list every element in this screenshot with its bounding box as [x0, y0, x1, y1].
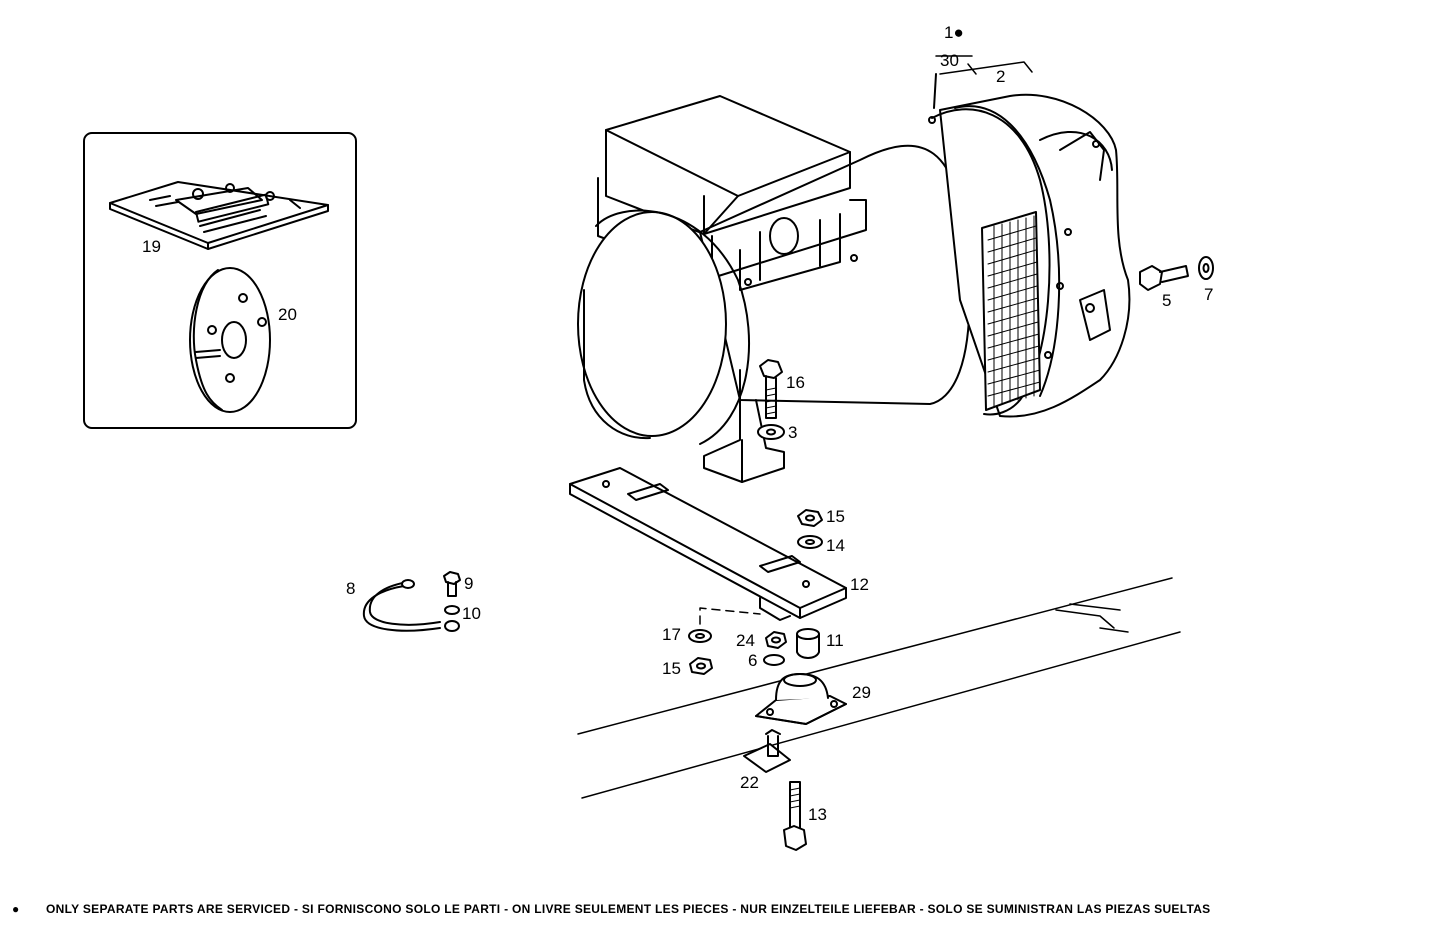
inset-panel [83, 132, 357, 429]
callout-10: 10 [462, 604, 481, 623]
callout-bracket-2 [935, 55, 1033, 75]
diagram-canvas: 1● 30 2 5 7 16 3 15 14 12 8 9 10 17 24 1… [83, 23, 1214, 851]
callout-15-upper: 15 [826, 507, 845, 526]
callout-22: 22 [740, 773, 759, 792]
clamp-part-22 [743, 729, 791, 773]
callout-13: 13 [808, 805, 827, 824]
callout-11: 11 [826, 631, 844, 650]
callout-2: 2 [996, 67, 1005, 86]
regulator-board-part-19 [109, 181, 329, 250]
washer-part-3 [757, 424, 785, 440]
ground-cable-part-8 [362, 579, 460, 632]
service-note: ● ONLY SEPARATE PARTS ARE SERVICED - SI F… [12, 902, 1417, 916]
bolt-part-9 [443, 571, 461, 597]
callout-1: 1● [944, 23, 964, 42]
bolt-part-13 [783, 781, 807, 851]
callout-20: 20 [278, 305, 297, 324]
washer-part-6 [763, 654, 785, 666]
callout-8: 8 [346, 579, 355, 598]
callout-12: 12 [850, 575, 869, 594]
nut-part-15-upper [797, 509, 823, 527]
callout-17: 17 [662, 625, 681, 644]
bullet-marker: ● [12, 902, 20, 916]
callout-19: 19 [142, 237, 161, 256]
base-frame-lines [577, 577, 1181, 799]
callout-30: 30 [940, 51, 959, 70]
callout-29: 29 [852, 683, 871, 702]
bolt-part-5 [1139, 265, 1189, 291]
washer-part-14 [797, 535, 823, 549]
nut-part-24 [765, 631, 787, 649]
washer-part-7 [1198, 256, 1214, 280]
callout-3: 3 [788, 423, 797, 442]
nut-part-15-lower [689, 657, 713, 675]
alternator-assembly-part-1 [577, 73, 1131, 483]
callout-14: 14 [826, 536, 845, 555]
mounting-rail-part-12 [569, 467, 847, 621]
callout-9: 9 [464, 574, 473, 593]
callout-15-lower: 15 [662, 659, 681, 678]
washer-part-10 [444, 605, 460, 615]
callout-16: 16 [786, 373, 805, 392]
anti-vibration-mount-part-29 [755, 673, 847, 725]
dashed-leader-17 [699, 607, 761, 625]
callout-7: 7 [1204, 285, 1213, 304]
callout-5: 5 [1162, 291, 1171, 310]
washer-part-17 [688, 629, 712, 643]
service-note-text: ONLY SEPARATE PARTS ARE SERVICED - SI FO… [46, 902, 1211, 916]
callout-24: 24 [736, 631, 755, 650]
spacer-part-11 [796, 628, 820, 659]
bolt-part-16 [759, 359, 783, 419]
callout-6: 6 [748, 651, 757, 670]
cover-plate-part-20 [189, 267, 271, 413]
